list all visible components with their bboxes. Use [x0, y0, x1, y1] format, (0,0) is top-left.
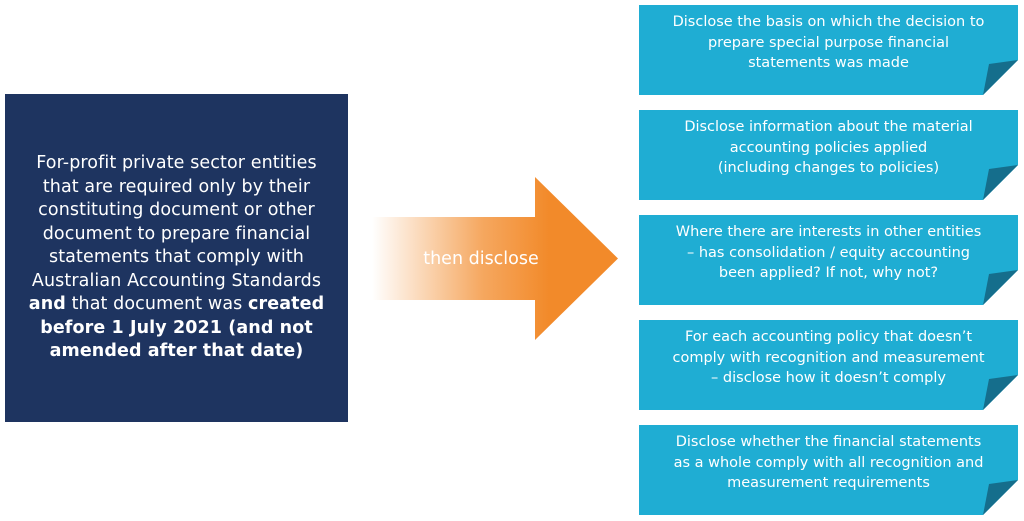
disclosure-box: For each accounting policy that doesn’t c… [639, 320, 1018, 410]
folded-corner [983, 60, 1018, 95]
disclosure-line: – disclose how it doesn’t comply [711, 370, 946, 387]
disclosure-line: – has consolidation / equity accounting [687, 244, 970, 261]
disclosure-line: (including changes to policies) [717, 160, 940, 177]
criteria-bold-run: before 1 July 2021 (and not [40, 317, 313, 338]
disclosure-text: Where there are interests in other entit… [645, 215, 1012, 291]
criteria-line: Australian Accounting Standards [29, 270, 324, 294]
disclosure-text: For each accounting policy that doesn’t c… [645, 320, 1012, 396]
disclosure-line: Disclose information about the material [684, 119, 973, 136]
disclosure-text: Disclose information about the material a… [645, 110, 1012, 186]
disclosure-box: Disclose the basis on which the decision… [639, 5, 1018, 95]
disclosure-line: accounting policies applied [729, 139, 928, 156]
note-shape [639, 215, 1018, 305]
note-shape [639, 110, 1018, 200]
folded-corner [983, 480, 1018, 515]
disclosure-line: measurement requirements [727, 475, 930, 492]
criteria-bold-run: amended after that date) [49, 341, 304, 362]
note-shape [639, 425, 1018, 515]
criteria-line: constituting document or other [29, 199, 324, 223]
disclosure-text: Disclose the basis on which the decision… [645, 5, 1012, 81]
note-body [639, 320, 1018, 410]
arrow-shape [372, 177, 618, 340]
disclosure-box: Disclose whether the financial statement… [639, 425, 1018, 515]
note-body [639, 5, 1018, 95]
folded-corner [983, 375, 1018, 410]
criteria-bold-run: created [248, 294, 325, 315]
folded-corner [983, 270, 1018, 305]
disclosure-line: Disclose the basis on which the decision… [672, 14, 985, 31]
disclosure-line: Where there are interests in other entit… [675, 224, 982, 241]
disclosure-box: Disclose information about the material a… [639, 110, 1018, 200]
criteria-run: constituting document or other [38, 200, 315, 221]
disclosure-box: Where there are interests in other entit… [639, 215, 1018, 305]
criteria-line: amended after that date) [29, 340, 324, 364]
criteria-run: For-profit private sector entities [36, 153, 317, 174]
criteria-run: that are required only by their [42, 176, 311, 197]
folded-corner [983, 165, 1018, 200]
criteria-line: statements that comply with [29, 246, 324, 270]
criteria-line: document to prepare financial [29, 223, 324, 247]
note-shape [639, 320, 1018, 410]
then-disclose-arrow [372, 177, 618, 340]
criteria-run: that document was [65, 294, 249, 315]
disclosure-line: prepare special purpose financial [707, 34, 950, 51]
disclosure-line: statements was made [748, 55, 909, 72]
note-body [639, 425, 1018, 515]
disclosure-line: been applied? If not, why not? [718, 265, 939, 282]
criteria-run: Australian Accounting Standards [31, 270, 322, 291]
note-shape [639, 5, 1018, 95]
disclosure-line: Disclose whether the financial statement… [675, 434, 982, 451]
criteria-bold-run: and [28, 294, 66, 315]
criteria-line: that are required only by their [29, 176, 324, 200]
criteria-run: document to prepare financial [42, 223, 311, 244]
note-body [639, 215, 1018, 305]
criteria-line: before 1 July 2021 (and not [29, 317, 324, 341]
note-body [639, 110, 1018, 200]
disclosure-line: as a whole comply with all recognition a… [673, 454, 984, 471]
disclosure-line: comply with recognition and measurement [672, 349, 985, 366]
arrow-label: then disclose [423, 249, 539, 269]
criteria-line: For-profit private sector entities [29, 152, 324, 176]
criteria-run: statements that comply with [49, 247, 304, 268]
criteria-line: and that document was created [29, 293, 324, 317]
disclosure-text: Disclose whether the financial statement… [645, 425, 1012, 501]
disclosure-line: For each accounting policy that doesn’t [684, 329, 973, 346]
